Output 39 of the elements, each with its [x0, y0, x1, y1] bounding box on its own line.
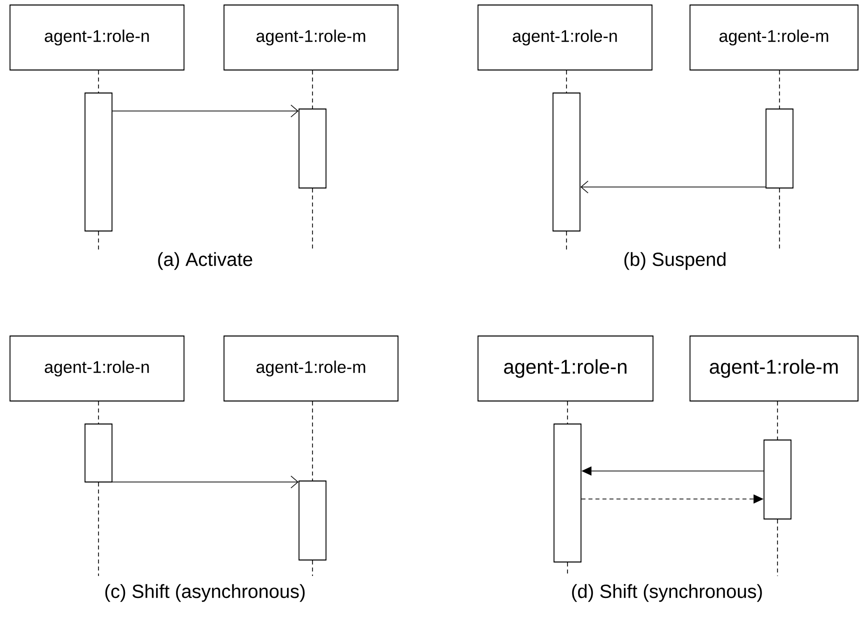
- activation-bar: [298, 480, 326, 560]
- activation-bar: [554, 424, 582, 562]
- activation-bar: [84, 424, 112, 482]
- lifeline: [779, 188, 780, 250]
- lifeline: [777, 401, 778, 440]
- lifeline-head-box: agent-1:role-n: [478, 4, 652, 70]
- message-arrow: [580, 180, 766, 194]
- activation-bar: [298, 108, 326, 188]
- lifeline-head-box: agent-1:role-m: [224, 336, 398, 402]
- caption: (a) Activate: [156, 251, 254, 271]
- lifeline: [98, 401, 99, 424]
- lifeline: [567, 562, 568, 576]
- lifeline: [312, 188, 313, 250]
- lifeline-head-box: agent-1:role-n: [478, 336, 654, 402]
- lifeline: [98, 482, 99, 576]
- caption: (b) Suspend: [622, 251, 728, 271]
- message-arrow: [112, 476, 299, 488]
- lifeline: [98, 231, 99, 250]
- activation-bar: [552, 92, 580, 232]
- lifeline: [777, 519, 778, 576]
- lifeline: [312, 70, 313, 109]
- lifeline-head-box: agent-1:role-n: [10, 4, 184, 70]
- activation-bar: [84, 92, 112, 232]
- activation-bar: [766, 108, 794, 188]
- lifeline-head-box: agent-1:role-m: [224, 4, 398, 70]
- lifeline: [98, 70, 99, 93]
- lifeline-head-box: agent-1:role-m: [690, 336, 858, 402]
- lifeline: [312, 560, 313, 576]
- caption: (c) Shift (asynchronous): [103, 583, 307, 603]
- lifeline-head-box: agent-1:role-n: [10, 336, 184, 402]
- message-arrow: [112, 104, 299, 118]
- lifeline: [779, 70, 780, 109]
- lifeline: [312, 401, 313, 481]
- lifeline: [566, 70, 567, 93]
- activation-bar: [764, 440, 792, 520]
- lifeline: [567, 401, 568, 424]
- caption: (d) Shift (synchronous): [570, 583, 764, 603]
- lifeline: [566, 231, 567, 250]
- lifeline-head-box: agent-1:role-m: [690, 4, 858, 70]
